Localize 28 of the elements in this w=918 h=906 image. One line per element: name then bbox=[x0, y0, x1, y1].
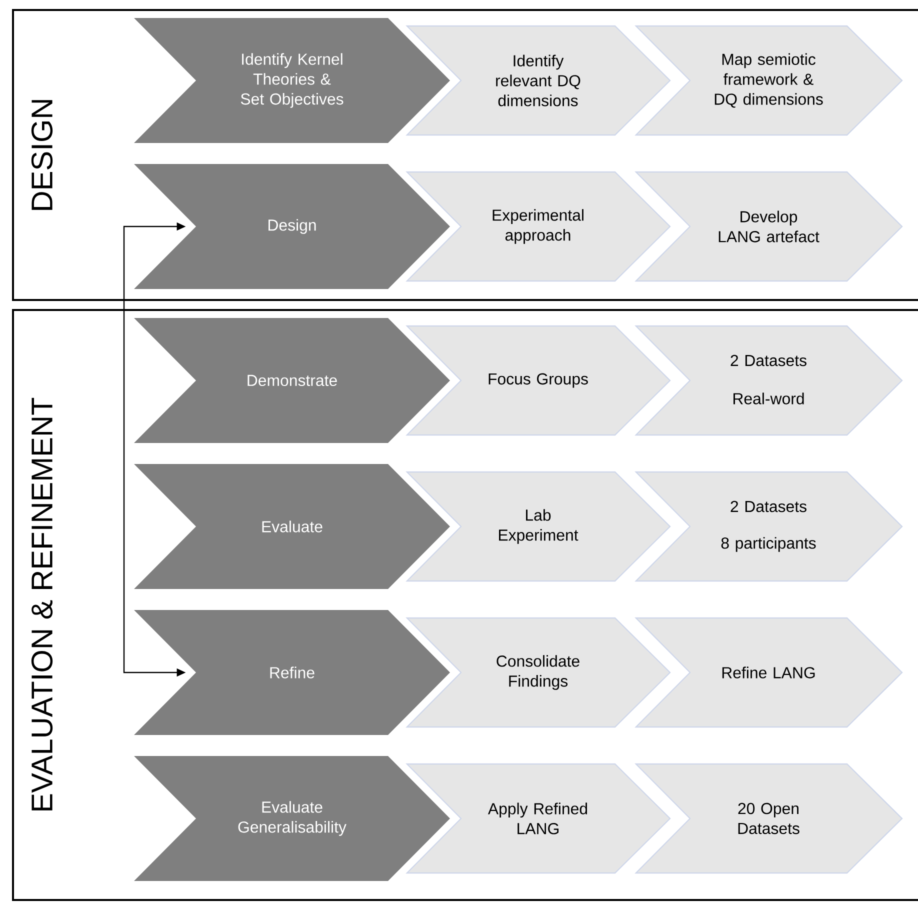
phase-step: Evaluate bbox=[134, 464, 450, 589]
node-label: 8 participants bbox=[721, 537, 816, 552]
activity-step: Refine LANG bbox=[634, 617, 903, 728]
phase-step: Demonstrate bbox=[134, 318, 450, 443]
phase-step: Refine bbox=[134, 610, 450, 735]
node-label: Real-word bbox=[733, 392, 804, 404]
activity-step: Experimental approach bbox=[406, 171, 671, 282]
node-label: 2 Datasets bbox=[730, 500, 806, 512]
activity-step: 2 Datasets Real-word bbox=[634, 325, 903, 436]
activity-step: Identify relevant DQ dimensions bbox=[406, 25, 671, 136]
phase-step: Evaluate Generalisability bbox=[134, 756, 450, 881]
node-label: 20 Open Datasets bbox=[738, 802, 800, 834]
activity-step: Develop LANG artefact bbox=[634, 171, 903, 282]
section-title: EVALUATION & REFINEMENT bbox=[31, 398, 53, 810]
activity-step: Lab Experiment bbox=[406, 471, 671, 582]
activity-step: Consolidate Findings bbox=[406, 617, 671, 728]
activity-step: Map semiotic framework & DQ dimensions bbox=[634, 25, 903, 136]
node-label: 2 Datasets bbox=[730, 354, 806, 366]
section-title: DESIGN bbox=[31, 100, 53, 210]
activity-step: Focus Groups bbox=[406, 325, 671, 436]
activity-step: 2 Datasets 8 participants bbox=[634, 471, 903, 582]
node-label: Refine LANG bbox=[722, 666, 815, 678]
phase-step: Identify Kernel Theories & Set Objectives bbox=[134, 18, 450, 143]
phase-step: Design bbox=[134, 164, 450, 289]
activity-step: 20 Open Datasets bbox=[634, 763, 903, 874]
node-label: Develop LANG artefact bbox=[718, 210, 820, 242]
activity-step: Apply Refined LANG bbox=[406, 763, 671, 874]
node-label: Map semiotic framework & DQ dimensions bbox=[714, 53, 823, 108]
